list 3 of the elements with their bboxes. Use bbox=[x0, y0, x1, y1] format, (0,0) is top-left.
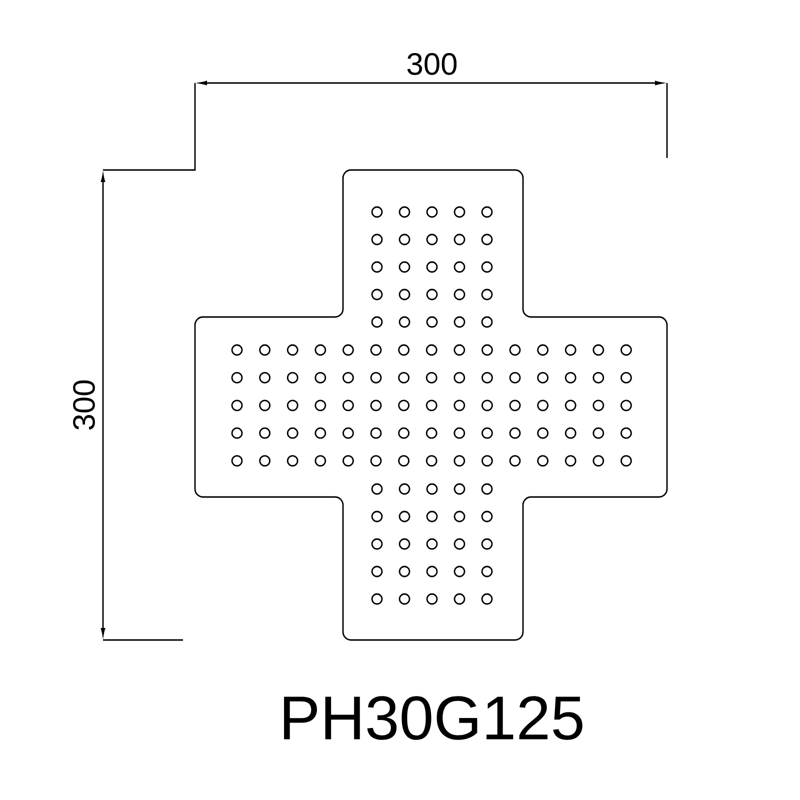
part-number: PH30G125 bbox=[284, 696, 582, 740]
dimension-label: 300 bbox=[407, 53, 457, 75]
dimension-label: 300 bbox=[73, 380, 95, 430]
